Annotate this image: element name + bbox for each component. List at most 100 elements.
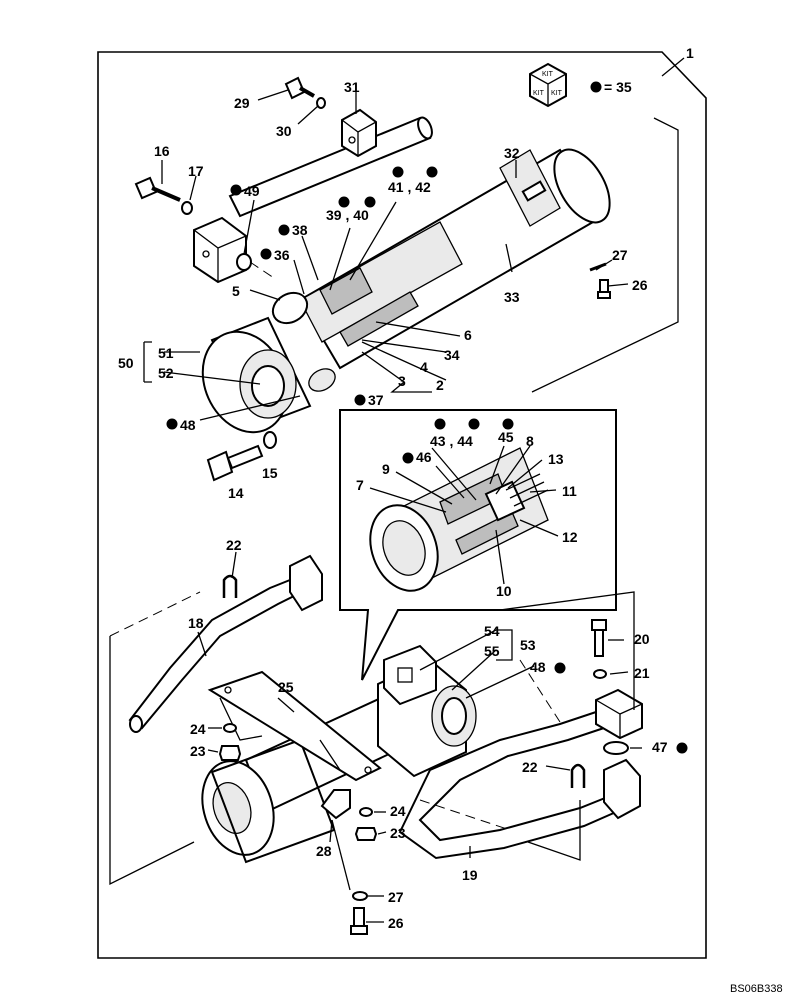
u-bolt-22-lower <box>570 763 586 788</box>
guide-line <box>109 636 195 886</box>
part-label: 30 <box>276 123 292 139</box>
part-label: 23 <box>390 825 406 841</box>
kit-equals-label: = 35 <box>604 79 632 95</box>
leader-line <box>661 57 685 77</box>
kit-box-icon: KIT KIT KIT <box>529 62 567 108</box>
part-label: 34 <box>444 347 460 363</box>
part-label: 49 <box>244 183 260 199</box>
u-bolt-22-upper <box>222 574 238 598</box>
kit-dot-icon <box>590 81 602 93</box>
port-block-lower <box>595 688 643 740</box>
part-label: 24 <box>190 721 206 737</box>
part-label: 51 <box>158 345 174 361</box>
part-label: 8 <box>526 433 534 449</box>
flange <box>289 554 323 612</box>
guide-line <box>331 819 351 891</box>
part-label: 14 <box>228 485 244 501</box>
part-label: 1 <box>686 45 694 61</box>
part-label: 17 <box>188 163 204 179</box>
part-label: 13 <box>548 451 564 467</box>
upper-cylinder-assembly <box>201 116 611 434</box>
bolt-29 <box>284 76 315 100</box>
o-ring-47 <box>603 741 629 755</box>
part-label: 41 , 42 <box>388 179 431 195</box>
part-label: 29 <box>234 95 250 111</box>
part-label: 24 <box>390 803 406 819</box>
part-label: 25 <box>278 679 294 695</box>
piston-detail <box>369 447 549 592</box>
part-label: 48 <box>180 417 196 433</box>
washer-17 <box>181 201 193 215</box>
part-label: 48 <box>530 659 546 675</box>
guide-line <box>527 800 581 861</box>
diagram-frame <box>97 51 707 959</box>
part-label: 5 <box>232 283 240 299</box>
washer-30 <box>316 97 326 109</box>
detail-inset-frame <box>339 409 617 681</box>
part-label: 15 <box>262 465 278 481</box>
part-label: 12 <box>562 529 578 545</box>
guide-line <box>519 659 561 723</box>
leader-lines <box>143 89 642 923</box>
part-label: 23 <box>190 743 206 759</box>
part-label: 31 <box>344 79 360 95</box>
washer-27-lower <box>352 891 368 901</box>
lower-bracket-assembly <box>201 644 477 864</box>
bolt-16 <box>134 176 181 202</box>
part-label: 28 <box>316 843 332 859</box>
part-label: 27 <box>388 889 404 905</box>
part-label: 22 <box>226 537 242 553</box>
part-label: 26 <box>632 277 648 293</box>
svg-text:KIT: KIT <box>542 71 554 78</box>
part-label: 39 , 40 <box>326 207 369 223</box>
part-label: 2 <box>436 377 444 393</box>
bolt-14 <box>206 444 264 482</box>
part-label: 10 <box>496 583 512 599</box>
part-label: 16 <box>154 143 170 159</box>
guide-line <box>109 591 201 637</box>
washer-24-right <box>359 807 373 817</box>
clamp-31 <box>341 108 377 158</box>
washer-21 <box>593 669 607 679</box>
nut-23-right <box>354 827 378 841</box>
part-label: 6 <box>464 327 472 343</box>
part-label: 7 <box>356 477 364 493</box>
part-label: 4 <box>420 359 428 375</box>
washer-24-left <box>223 723 237 733</box>
svg-text:KIT: KIT <box>533 90 545 97</box>
guide-line <box>531 117 679 393</box>
part-label: 36 <box>274 247 290 263</box>
part-label: 3 <box>398 373 406 389</box>
part-label: 18 <box>188 615 204 631</box>
part-label: 9 <box>382 461 390 477</box>
part-label: 19 <box>462 867 478 883</box>
bolt-20 <box>591 619 607 657</box>
part-label: 53 <box>520 637 536 653</box>
part-label: 50 <box>118 355 134 371</box>
svg-text:KIT: KIT <box>551 90 563 97</box>
bullet-dots <box>166 166 688 754</box>
o-ring-49 <box>236 253 252 271</box>
part-label: 43 , 44 <box>430 433 473 449</box>
part-label: 37 <box>368 392 384 408</box>
washer-15 <box>263 431 277 449</box>
bolt-26-lower <box>350 907 368 935</box>
nut-23-left <box>218 745 242 761</box>
port-block <box>193 216 247 284</box>
part-label: 45 <box>498 429 514 445</box>
guide-line <box>499 591 635 710</box>
part-label: 47 <box>652 739 668 755</box>
part-label: 54 <box>484 623 500 639</box>
part-label: 27 <box>612 247 628 263</box>
pipe-18-end <box>129 715 143 733</box>
part-label: 52 <box>158 365 174 381</box>
part-label: 20 <box>634 631 650 647</box>
part-label: 22 <box>522 759 538 775</box>
part-label: 32 <box>504 145 520 161</box>
part-labels: 1 2 3 4 5 6 7 8 9 10 11 12 13 14 15 16 1… <box>118 45 694 931</box>
part-label: 11 <box>562 483 577 499</box>
guide-line <box>249 261 275 279</box>
reference-code: BS06B338 <box>730 983 783 995</box>
part-label: 26 <box>388 915 404 931</box>
